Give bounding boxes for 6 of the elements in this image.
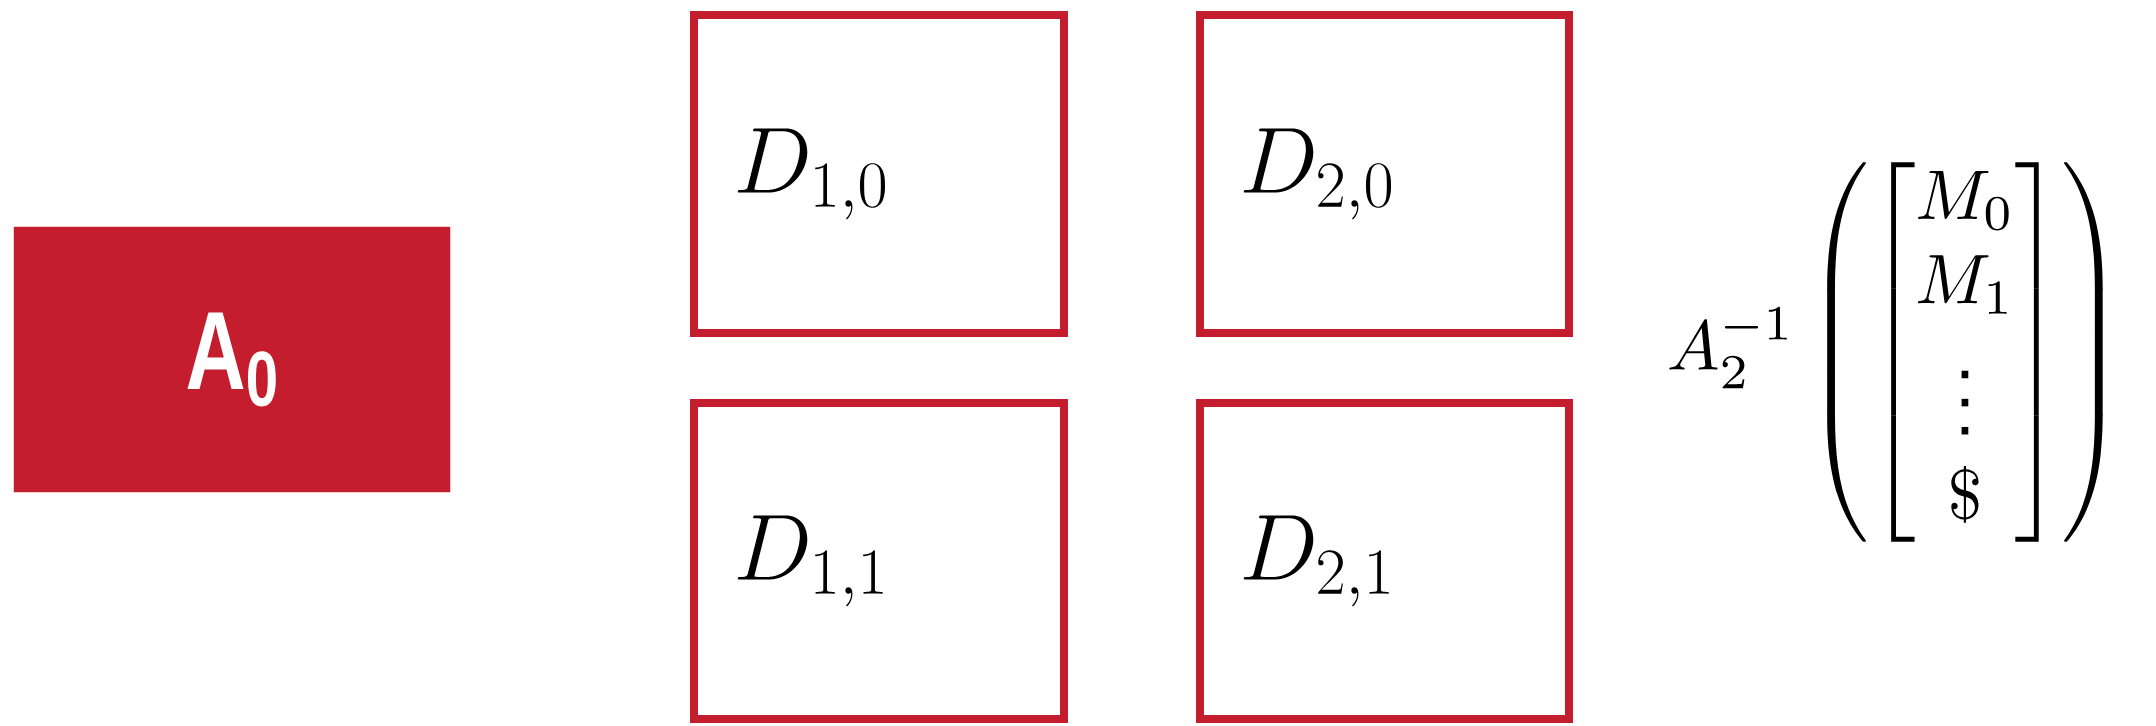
matrix-formula: $A_2^{-1}\left(\begin{bmatrix}M_0\\M_1\\\vdots\\\$\end{bmatrix}\right)$ bbox=[1669, 162, 2103, 542]
label-box: A$_{0}$ bbox=[13, 226, 451, 493]
block-box: $D_{2,0}$ bbox=[1196, 11, 1573, 337]
block-box: $D_{1,1}$ bbox=[690, 399, 1068, 723]
block-box: $D_{1,0}$ bbox=[690, 11, 1068, 337]
block-box: $D_{2,1}$ bbox=[1196, 399, 1573, 723]
